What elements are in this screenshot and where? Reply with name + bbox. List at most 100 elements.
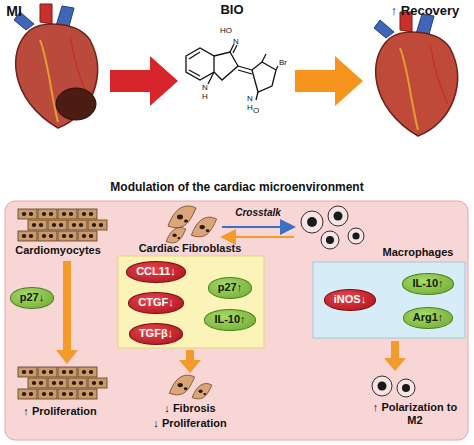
nucleus (42, 370, 46, 374)
atom-label: H (202, 92, 208, 102)
block-arrow (295, 56, 363, 106)
nucleus (62, 212, 66, 216)
nucleus (184, 219, 188, 222)
cardiomyocyte (48, 220, 67, 230)
nucleus (62, 392, 66, 396)
nucleus (22, 392, 26, 396)
nucleus (52, 223, 56, 227)
nucleus (52, 381, 56, 385)
increase-marker: p27↓ (10, 287, 54, 308)
marker-text: IL-10↑ (214, 313, 245, 325)
diagram-title: Modulation of the cardiac microenvironme… (110, 180, 363, 194)
down-arrow (56, 261, 406, 373)
marker-text: p27↑ (218, 281, 242, 293)
nucleus (89, 392, 93, 396)
increase-marker: IL-10↑ (402, 273, 453, 294)
nucleus (29, 370, 33, 374)
cardiomyocyte (78, 209, 97, 219)
nucleus (334, 212, 343, 221)
nucleus (59, 223, 63, 227)
nucleus (72, 223, 76, 227)
chemical-structure (186, 44, 278, 100)
nucleus (402, 384, 410, 392)
nucleus (177, 237, 180, 239)
nucleus (89, 370, 93, 374)
macrophage (372, 376, 392, 396)
cardiomyocyte (38, 231, 57, 241)
increase-marker: Arg1↑ (403, 307, 454, 328)
nucleus (177, 215, 183, 220)
heart-infarct (14, 4, 97, 128)
marker-text: IL-10↑ (412, 277, 443, 289)
cardiomyocyte (58, 231, 77, 241)
cell-label: Cardiac Fibroblasts (139, 242, 242, 255)
cardiomyocyte (88, 378, 107, 388)
atom-label: H (247, 103, 253, 113)
nucleus (29, 392, 33, 396)
nucleus (89, 212, 93, 216)
cardiomyocyte (78, 367, 97, 377)
fibroblast (191, 217, 216, 237)
outcome-label: ↑ Recovery (391, 3, 460, 19)
nucleus (69, 392, 73, 396)
cardiomyocyte (18, 367, 37, 377)
nucleus (184, 387, 188, 390)
nucleus (22, 234, 26, 238)
marker-text: p27↓ (20, 291, 44, 303)
increase-marker: IL-10↑ (204, 309, 255, 330)
outcome-label: ↑ Polarization to M2 (367, 401, 463, 427)
cardiomyocyte (68, 378, 87, 388)
marker-text: CCL11↓ (136, 265, 176, 277)
cardiomyocyte (78, 389, 97, 399)
cardiomyocyte (78, 231, 97, 241)
nucleus (69, 212, 73, 216)
nucleus (29, 234, 33, 238)
atom-label: N (202, 83, 208, 93)
nucleus (206, 229, 210, 232)
nucleus (89, 234, 93, 238)
cardiomyocyte (38, 209, 57, 219)
nucleus (49, 234, 53, 238)
atom-label: Br (279, 58, 287, 68)
cardiomyocyte (58, 367, 77, 377)
nucleus (173, 234, 177, 237)
figure-label: MI (6, 3, 22, 20)
nucleus (32, 381, 36, 385)
nucleus (99, 381, 103, 385)
cardiomyocyte (18, 209, 37, 219)
cardiomyocyte (28, 378, 47, 388)
nucleus (72, 381, 76, 385)
nucleus (352, 232, 359, 239)
crosstalk-label: Crosstalk (235, 207, 281, 219)
nucleus (200, 225, 205, 229)
cardiomyocyte (18, 389, 37, 399)
cardiomyocyte (88, 220, 107, 230)
cells (18, 206, 415, 399)
nucleus (69, 234, 73, 238)
nucleus (79, 381, 83, 385)
marker-text: CTGF↓ (138, 296, 173, 308)
nucleus (82, 234, 86, 238)
nucleus (69, 370, 73, 374)
atom-label: N (233, 37, 239, 47)
macrophage (397, 379, 415, 397)
cardiomyocyte (38, 389, 57, 399)
decrease-marker: TGFβ↓ (129, 323, 183, 344)
nucleus (32, 223, 36, 227)
fibroblast (169, 375, 194, 395)
nucleus (92, 381, 96, 385)
nucleus (99, 223, 103, 227)
fibroblast-box (118, 256, 264, 348)
nucleus (203, 393, 206, 395)
decrease-marker: CCL11↓ (126, 261, 186, 282)
cell-label: Cardiomyocytes (15, 244, 101, 257)
crosstalk-arrow (224, 236, 294, 238)
marker-text: Arg1↑ (413, 311, 444, 323)
nucleus (378, 382, 387, 391)
nucleus (92, 223, 96, 227)
atom-label: N (247, 94, 253, 104)
fibroblast (166, 228, 186, 243)
marker-text: iNOS↓ (334, 293, 366, 305)
macrophage (321, 231, 339, 249)
crosstalk-arrow (222, 226, 292, 228)
